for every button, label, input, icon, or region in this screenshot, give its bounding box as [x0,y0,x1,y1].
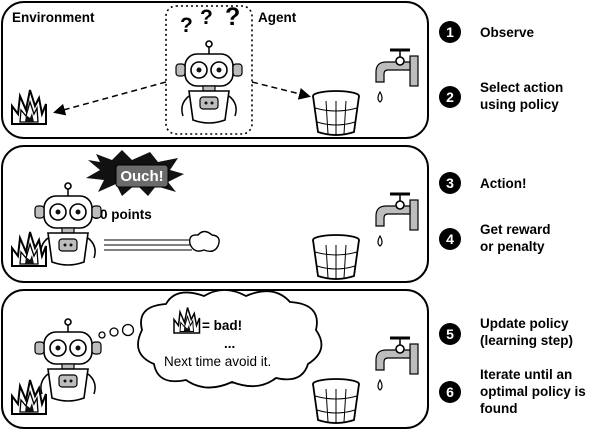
step-4: 4 Get reward or penalty [439,222,551,254]
step-number: 4 [446,231,454,247]
observe-arrow [53,81,167,116]
ouch-plate [115,164,169,188]
step-number-badge [439,228,461,250]
thought-dot [98,331,106,339]
bucket-icon [312,234,360,281]
dust-cloud [188,230,220,253]
step-number-badge [439,21,461,43]
step-label: using policy [480,97,559,112]
agent-label: Agent [258,10,297,25]
step-number: 3 [446,175,454,191]
step-number-badge [439,86,461,108]
step-label: Observe [480,25,535,40]
step-label: Get reward [480,222,551,237]
question-mark: ? [200,6,213,29]
step-label: Select action [480,80,563,95]
step-number: 1 [446,24,454,40]
step-2: 2 Select action using policy [439,80,563,112]
step-label: Update policy [480,316,569,331]
step-label: or penalty [480,239,545,254]
step-label: optimal policy is [480,384,586,399]
penalty-text: -50 points [88,207,152,222]
step-3: 3 Action! [439,172,527,194]
step-6: 6 Iterate until an optimal policy is fou… [439,367,586,416]
thought-dot [121,323,135,337]
thought-bubble [137,289,323,389]
question-mark: ? [180,14,193,37]
agent-policy-box [165,5,253,135]
step-number: 2 [446,89,454,105]
thought-dot [109,327,119,337]
ouch-text: Ouch! [120,168,163,185]
thought-bad-text: = bad! [202,318,242,333]
question-mark: ? [225,3,240,31]
step-label: (learning step) [480,333,573,348]
environment-label: Environment [12,10,95,25]
bucket-icon [312,378,360,425]
step-label: Action! [480,176,527,191]
step-number-badge [439,323,461,345]
step-5: 5 Update policy (learning step) [439,316,573,348]
thought-next-text: Next time avoid it. [164,354,271,369]
step-number-badge [439,381,461,403]
step-label: Iterate until an [480,367,572,382]
step-number-badge [439,172,461,194]
thought-dots: ... [224,336,235,351]
step-number: 6 [446,384,454,400]
step-number: 5 [446,326,454,342]
step-1: 1 Observe [439,21,535,43]
step-label: found [480,401,517,416]
bucket-icon [312,90,360,137]
